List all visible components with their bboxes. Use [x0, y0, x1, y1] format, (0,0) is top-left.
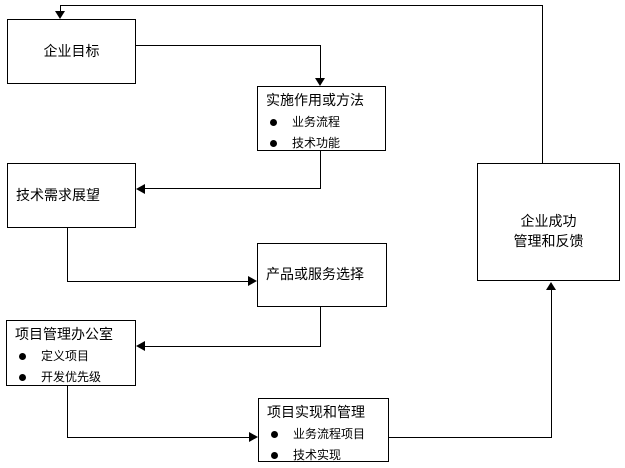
node-enterprise-success-feedback: 企业成功 管理和反馈	[477, 163, 620, 281]
bullet-icon	[271, 452, 278, 459]
bullet-item: 技术实现	[259, 448, 388, 462]
node-implementation-methods-title: 实施作用或方法	[266, 93, 364, 109]
node-enterprise-goals-label: 企业目标	[43, 43, 100, 60]
arrowhead-into-tech-outlook	[136, 184, 145, 194]
node-project-implementation-management: 项目实现和管理 业务流程项目 技术实现	[258, 398, 389, 462]
bullet-icon	[271, 431, 278, 438]
edge-product-to-pmo-v-segment	[320, 307, 321, 347]
bullet-label: 技术功能	[292, 136, 341, 150]
edge-success-to-goals-right-segment	[542, 5, 543, 163]
bullet-label: 业务流程	[292, 115, 341, 129]
edge-product-to-pmo-h-segment	[145, 346, 321, 347]
arrowhead-into-implementation	[249, 432, 258, 442]
node-project-management-office: 项目管理办公室 定义项目 开发优先级	[6, 320, 136, 386]
bullet-icon	[270, 140, 277, 147]
bullet-label: 业务流程项目	[293, 427, 366, 441]
edge-goals-to-methods-h-segment	[136, 45, 321, 46]
bullet-item: 定义项目	[7, 349, 135, 364]
bullet-label: 定义项目	[41, 349, 90, 363]
bullet-label: 技术实现	[293, 448, 342, 462]
edge-tech-to-product-h-segment	[67, 281, 248, 282]
bullet-item: 业务流程项目	[259, 427, 388, 442]
edge-pmo-to-impl-h-segment	[67, 437, 249, 438]
node-enterprise-goals: 企业目标	[7, 19, 136, 84]
edge-success-to-goals-top-segment	[60, 5, 543, 6]
node-product-service-selection: 产品或服务选择	[257, 243, 387, 307]
node-enterprise-success-feedback-line2: 管理和反馈	[513, 234, 584, 250]
node-product-service-selection-label: 产品或服务选择	[266, 267, 364, 283]
bullet-icon	[19, 374, 26, 381]
edge-methods-to-tech-v-segment	[320, 151, 321, 189]
node-project-implementation-management-title: 项目实现和管理	[267, 405, 365, 421]
arrowhead-into-product	[248, 276, 257, 286]
node-tech-requirements-outlook: 技术需求展望	[7, 163, 136, 228]
bullet-item: 业务流程	[258, 115, 385, 130]
arrowhead-into-goals	[55, 11, 65, 19]
edge-methods-to-tech-h-segment	[145, 188, 321, 189]
edge-impl-to-success-v-segment	[551, 290, 552, 438]
bullet-item: 开发优先级	[7, 370, 135, 385]
node-project-management-office-title: 项目管理办公室	[15, 327, 113, 343]
edge-pmo-to-impl-v-segment	[67, 386, 68, 438]
edge-tech-to-product-v-segment	[67, 228, 68, 282]
node-enterprise-success-feedback-line1: 企业成功	[520, 214, 577, 230]
edge-goals-to-methods-v-segment	[320, 45, 321, 79]
arrowhead-into-success	[546, 282, 556, 290]
bullet-label: 开发优先级	[41, 370, 102, 384]
edge-impl-to-success-h-segment	[389, 437, 552, 438]
node-tech-requirements-outlook-label: 技术需求展望	[16, 187, 100, 204]
bullet-icon	[270, 119, 277, 126]
bullet-item: 技术功能	[258, 136, 385, 150]
bullet-icon	[19, 353, 26, 360]
arrowhead-into-pmo	[136, 341, 145, 351]
edge-success-to-goals-drop-segment	[60, 5, 61, 12]
node-implementation-methods: 实施作用或方法 业务流程 技术功能	[257, 86, 386, 151]
arrowhead-into-methods	[315, 78, 325, 86]
